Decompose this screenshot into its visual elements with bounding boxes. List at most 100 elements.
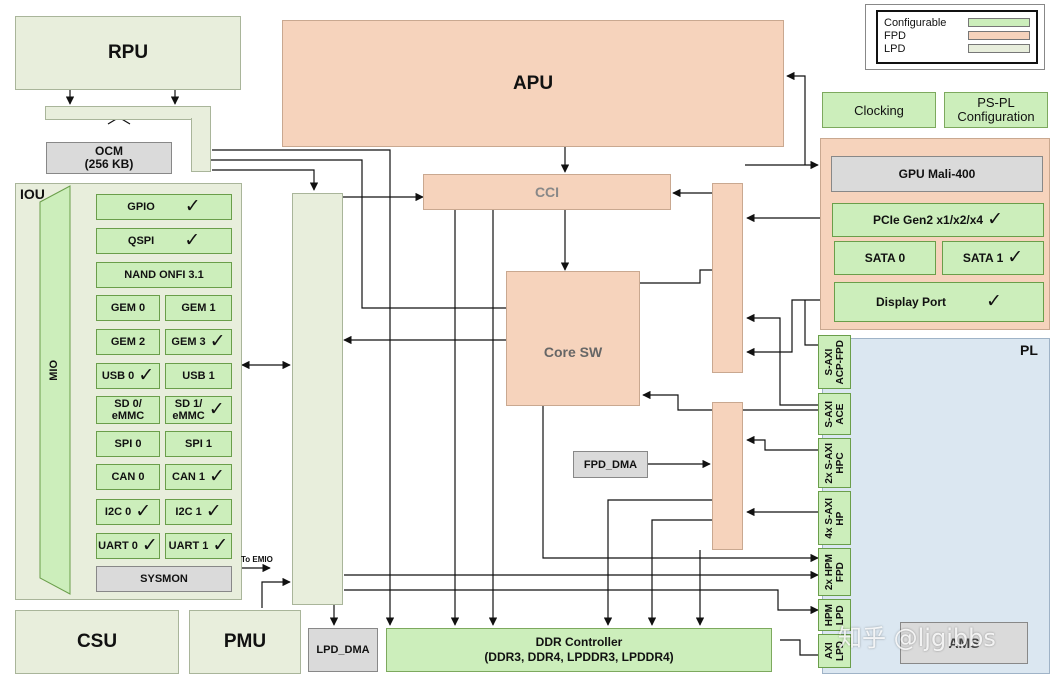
usb1-block: USB 1: [165, 363, 232, 389]
usb0-block: USB 0✓: [96, 363, 160, 389]
gem2-block: GEM 2: [96, 329, 160, 355]
port-label: AXI: [823, 642, 835, 660]
ddr-types: (DDR3, DDR4, LPDDR3, LPDDR4): [484, 650, 674, 664]
legend-item-lpd: LPD: [884, 42, 1030, 55]
port-label: HPM: [823, 603, 835, 627]
port-label: 4x S-AXI: [823, 497, 835, 539]
port-label: HPC: [834, 452, 846, 474]
pl-label: PL: [1020, 342, 1038, 358]
apu-label: APU: [512, 72, 554, 94]
port-label: 2x HPM: [823, 553, 835, 591]
ddr-label: DDR Controller: [535, 635, 623, 649]
i2c0-label: I2C 0: [104, 506, 132, 518]
spi1-block: SPI 1: [165, 431, 232, 457]
fpd-switch-upper: [712, 183, 743, 373]
sata0-block: SATA 0: [834, 241, 936, 275]
ocm-switch: [45, 106, 211, 120]
ocm-block: OCM (256 KB): [46, 142, 172, 174]
sata0-label: SATA 0: [864, 251, 906, 265]
ocm-size: (256 KB): [84, 157, 134, 171]
core-switch-block: [506, 271, 640, 406]
rpu-block: RPU: [15, 16, 241, 90]
display-port-label: Display Port: [876, 295, 947, 309]
usb1-label: USB 1: [182, 370, 215, 382]
apu-block: APU: [282, 20, 784, 147]
sata1-block: SATA 1✓: [942, 241, 1044, 275]
ams-block: AMS: [900, 622, 1028, 664]
check-icon: ✓: [138, 365, 155, 386]
check-icon: ✓: [209, 331, 226, 352]
fpd-dma-label: FPD_DMA: [583, 458, 638, 471]
display-port-block: Display Port ✓: [834, 282, 1044, 322]
ams-label: AMS: [948, 635, 980, 651]
spi0-label: SPI 0: [114, 438, 142, 450]
pl-region: [822, 338, 1050, 674]
check-icon: ✓: [208, 399, 225, 420]
i2c1-block: I2C 1✓: [165, 499, 232, 525]
qspi-block: QSPI ✓: [96, 228, 232, 254]
gpu-label: GPU Mali-400: [898, 167, 976, 181]
can1-label: CAN 1: [172, 471, 206, 483]
clocking-label: Clocking: [854, 102, 904, 118]
ocm-switch-leg: [191, 118, 211, 172]
rpu-label: RPU: [107, 42, 149, 63]
i2c0-block: I2C 0✓: [96, 499, 160, 525]
port-label: ACE: [834, 403, 846, 425]
check-icon: ✓: [205, 501, 222, 522]
sd0-text: SD 0/eMMC: [112, 398, 144, 422]
gem1-block: GEM 1: [165, 295, 232, 321]
pmu-label: PMU: [223, 631, 267, 652]
gem2-label: GEM 2: [110, 336, 146, 348]
legend-swatch: [968, 18, 1030, 27]
gpio-block: GPIO✓: [96, 194, 232, 220]
check-icon: ✓: [986, 291, 1002, 312]
check-icon: ✓: [987, 209, 1003, 230]
lpd-switch: [292, 193, 343, 605]
port-label: S-AXI: [823, 400, 835, 428]
qspi-label: QSPI: [127, 235, 155, 247]
gem1-label: GEM 1: [181, 302, 216, 314]
pcie-block: PCIe Gen2 x1/x2/x4✓: [832, 203, 1044, 237]
sysmon-block: SYSMON: [96, 566, 232, 592]
sd1-label: SD 1/: [174, 398, 203, 410]
sd1-sub: eMMC: [172, 410, 205, 422]
check-icon: ✓: [184, 196, 201, 217]
pmu-block: PMU: [189, 610, 301, 674]
check-icon: ✓: [1007, 247, 1024, 268]
legend-label: LPD: [884, 42, 906, 55]
ocm-label: OCM: [95, 144, 123, 158]
port-label: 2x S-AXI: [823, 442, 835, 484]
ddr-controller-block: DDR Controller (DDR3, DDR4, LPDDR3, LPDD…: [386, 628, 772, 672]
port-label: HP: [834, 511, 846, 525]
cci-block: CCI: [423, 174, 671, 210]
can0-label: CAN 0: [111, 471, 145, 483]
legend: Configurable FPD LPD: [876, 10, 1038, 64]
legend-item-configurable: Configurable: [884, 16, 1030, 29]
port-label: ACP-FPD: [834, 339, 846, 385]
iou-label: IOU: [20, 186, 45, 202]
mio-label: MIO: [48, 360, 60, 381]
sd1-block: SD 1/eMMC✓: [165, 396, 232, 424]
cci-label: CCI: [534, 184, 560, 200]
port-label: FPD: [834, 562, 846, 582]
sysmon-label: SYSMON: [140, 573, 188, 585]
fpd-dma-block: FPD_DMA: [573, 451, 648, 478]
pspl-config-block: PS-PL Configuration: [944, 92, 1048, 128]
can0-block: CAN 0: [96, 464, 160, 490]
port-label: S-AXI: [823, 348, 835, 376]
check-icon: ✓: [184, 230, 201, 251]
sata1-label: SATA 1: [962, 251, 1004, 265]
uart0-label: UART 0: [98, 540, 138, 552]
i2c1-label: I2C 1: [175, 506, 202, 518]
gem0-block: GEM 0: [96, 295, 160, 321]
legend-swatch: [968, 44, 1030, 53]
pspl-label-2: Configuration: [957, 109, 1035, 124]
uart1-block: UART 1✓: [165, 533, 232, 559]
